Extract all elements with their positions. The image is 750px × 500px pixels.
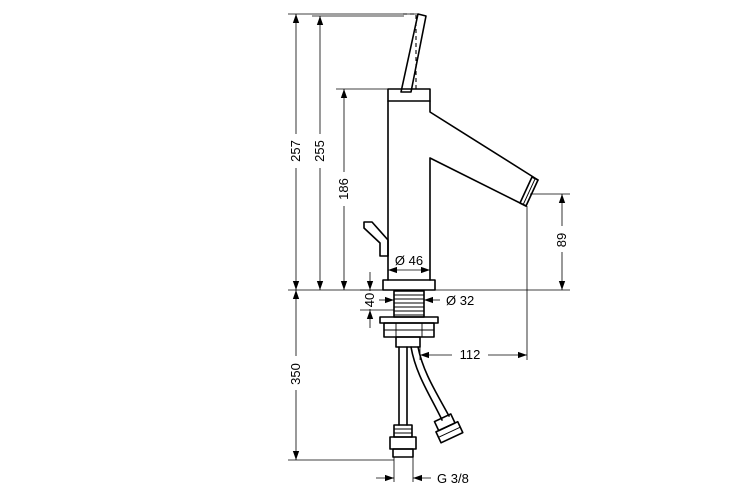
lever-handle bbox=[400, 13, 427, 93]
hose-fitting-left bbox=[393, 424, 413, 438]
base-flange bbox=[382, 279, 436, 291]
popup-rod bbox=[363, 221, 389, 257]
dim-label-186: 186 bbox=[336, 178, 351, 200]
supply-hose-left bbox=[398, 346, 408, 426]
faucet-body bbox=[363, 13, 539, 291]
dim-label-46: Ø 46 bbox=[395, 253, 423, 268]
spout-tip bbox=[519, 176, 539, 207]
supply-hoses bbox=[389, 346, 464, 458]
dim-label-32: Ø 32 bbox=[446, 293, 474, 308]
dim-label-257: 257 bbox=[288, 140, 303, 162]
dim-label-255: 255 bbox=[312, 140, 327, 162]
supply-hose-right bbox=[410, 346, 450, 421]
hose-nut-left bbox=[389, 436, 417, 450]
lower-shank bbox=[395, 336, 421, 348]
mounting-assembly bbox=[379, 290, 439, 348]
dim-label-g38: G 3/8 bbox=[437, 471, 469, 486]
thread-lines bbox=[394, 294, 424, 316]
body-outline bbox=[387, 100, 539, 281]
body-cap bbox=[387, 88, 431, 102]
dim-label-89: 89 bbox=[554, 233, 569, 247]
lever-handle-alt-position bbox=[403, 13, 417, 92]
washer bbox=[379, 316, 439, 324]
dimension-labels: 257 255 186 89 350 Ø 46 40 Ø 32 112 G 3/… bbox=[285, 134, 571, 486]
dim-label-40: 40 bbox=[362, 293, 377, 307]
extension-lines bbox=[288, 13, 570, 482]
dim-label-112: 112 bbox=[460, 347, 481, 362]
dimension-lines bbox=[292, 14, 566, 482]
dim-label-350: 350 bbox=[288, 363, 303, 385]
